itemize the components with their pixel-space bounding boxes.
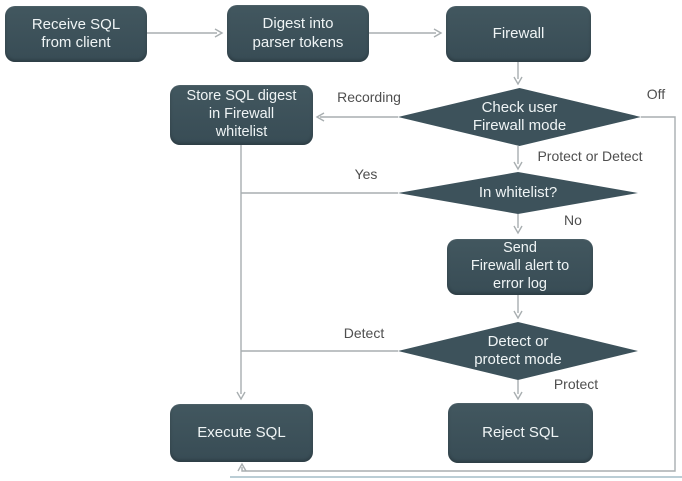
node-digest-tokens: Digest into parser tokens: [227, 5, 369, 62]
edge-label-detect: Detect: [343, 325, 385, 341]
node-execute-sql: Execute SQL: [170, 404, 313, 462]
edge-label-recording: Recording: [337, 89, 401, 105]
arrowhead-down-icon: [513, 161, 523, 171]
edge-label-yes: Yes: [354, 166, 378, 182]
node-store-sql-digest: Store SQL digest in Firewall whitelist: [170, 85, 313, 145]
arrowhead-right-icon: [433, 28, 443, 38]
arrowhead-down-icon: [513, 225, 523, 235]
edge-label-protect-or-detect: Protect or Detect: [537, 148, 643, 164]
arrowhead-down-icon: [236, 391, 246, 401]
edge-label-off: Off: [646, 86, 666, 102]
arrowhead-down-icon: [513, 310, 523, 320]
arrowhead-up-icon: [237, 462, 247, 472]
arrowhead-left-icon: [315, 112, 325, 122]
node-send-firewall-alert: Send Firewall alert to error log: [447, 239, 593, 295]
node-receive-sql: Receive SQL from client: [5, 6, 147, 62]
arrowhead-down-icon: [513, 391, 523, 401]
edge-check-execute-off: [241, 116, 676, 472]
arrowhead-right-icon: [214, 28, 224, 38]
edge-label-protect: Protect: [553, 376, 599, 392]
arrowhead-down-icon: [513, 76, 523, 86]
edge-label-no: No: [564, 212, 582, 228]
node-reject-sql: Reject SQL: [448, 403, 593, 463]
node-firewall: Firewall: [446, 6, 591, 62]
